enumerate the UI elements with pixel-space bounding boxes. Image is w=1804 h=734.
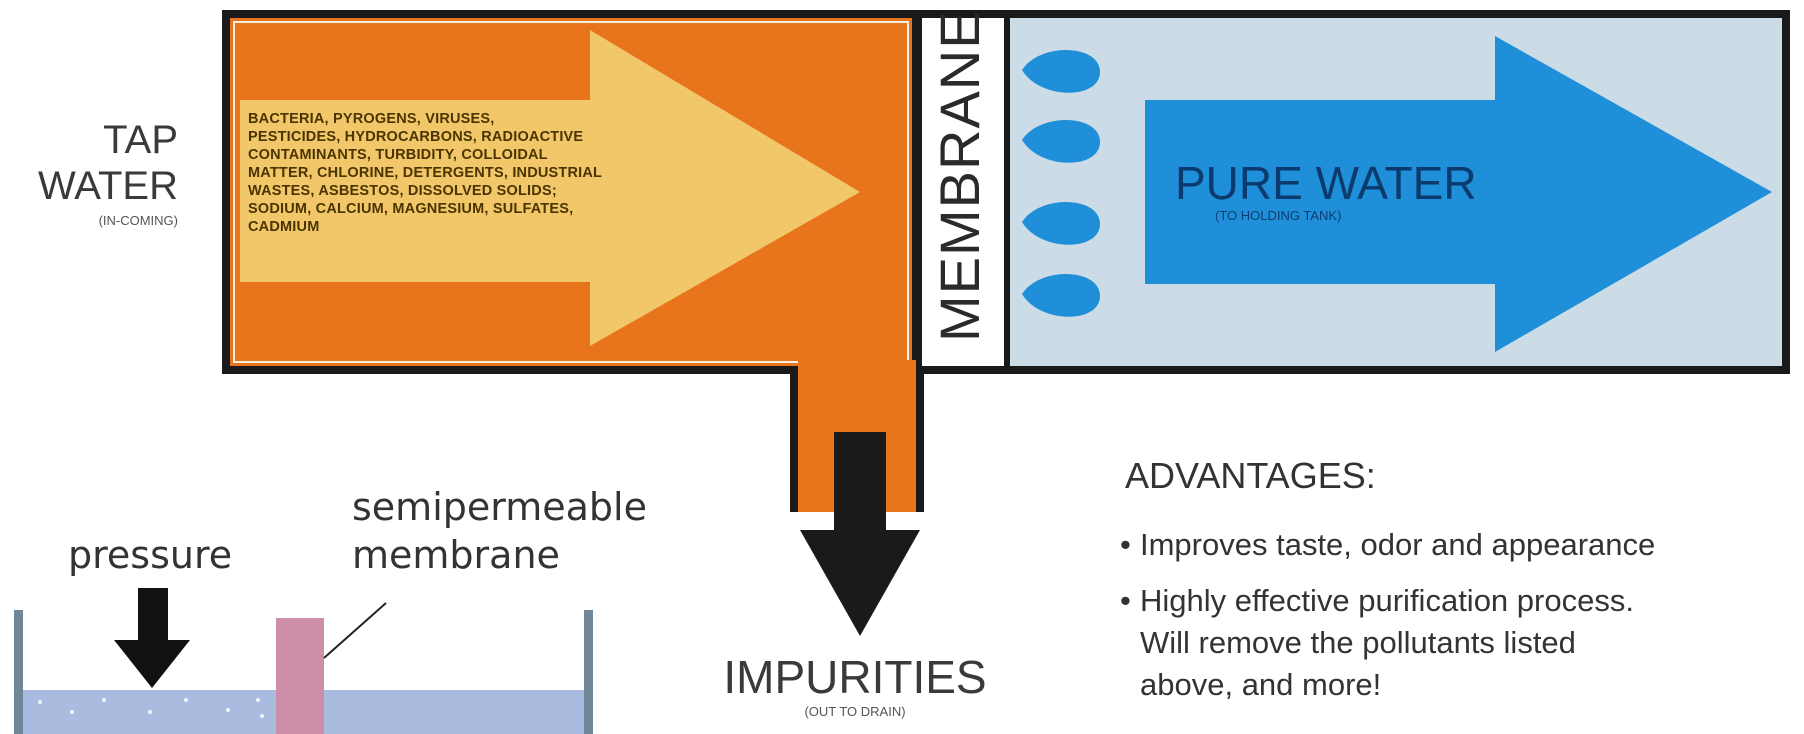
membrane-divider-right [1004,10,1010,374]
advantage-text: Highly effective purification process. [1140,583,1634,618]
droplet-icon [1022,119,1100,163]
advantages-title: ADVANTAGES: [1125,455,1376,496]
tap-water-subtitle: (IN-COMING) [98,213,178,228]
membrane-strip [920,18,1004,366]
drain-arrow [800,432,920,636]
tank-wall-right [584,610,593,734]
contaminants-list: BACTERIA, PYROGENS, VIRUSES, PESTICIDES,… [248,110,808,236]
contaminant-line: PESTICIDES, HYDROCARBONS, RADIOACTIVE [248,129,584,145]
semipermeable-membrane [276,618,324,734]
advantage-item: • Improves taste, odor and appearance [1120,524,1655,566]
membrane-divider-left [916,10,922,374]
feed-arrow [240,30,860,346]
contaminant-line: WASTES, ASBESTOS, DISSOLVED SOLIDS; [248,183,557,199]
semipermeable-label-line1: semipermeable [352,485,647,529]
advantage-text-cont: Will remove the pollutants listed [1140,625,1576,660]
droplet-icon [1022,201,1100,245]
membrane-leader-line [323,602,387,659]
pure-water-title: PURE WATER [1175,157,1477,209]
contaminant-line: MATTER, CHLORINE, DETERGENTS, INDUSTRIAL [248,165,603,181]
advantage-text-cont: above, and more! [1140,667,1382,702]
bullet-icon: • [1120,583,1131,618]
impurities-title: IMPURITIES [723,651,987,703]
droplet-icon [1022,49,1100,93]
advantage-text: Improves taste, odor and appearance [1140,527,1656,562]
bullet-icon: • [1120,527,1131,562]
contaminant-line: CONTAMINANTS, TURBIDITY, COLLOIDAL [248,147,548,163]
tap-water-title-line2: WATER [38,164,178,208]
pressure-arrow [114,588,190,688]
contaminant-line: CADMIUM [248,219,320,235]
tap-water-title-line1: TAP [103,118,178,162]
feed-chamber-outline [233,21,909,363]
advantage-item: •Highly effective purification process. … [1120,580,1634,706]
pressure-label: pressure [68,533,233,577]
pure-water-subtitle: (TO HOLDING TANK) [1215,208,1342,223]
pure-water-arrow [1145,36,1772,352]
water-particles [38,698,264,718]
contaminant-line: SODIUM, CALCIUM, MAGNESIUM, SULFATES, [248,201,574,217]
semipermeable-label-line2: membrane [352,533,560,577]
droplet-icon [1022,273,1100,317]
droplet-icons [1022,49,1100,317]
membrane-label: MEMBRANE [928,10,991,342]
tank-wall-left [14,610,23,734]
contaminant-line: BACTERIA, PYROGENS, VIRUSES, [248,111,495,127]
impurities-subtitle: (OUT TO DRAIN) [804,704,906,719]
